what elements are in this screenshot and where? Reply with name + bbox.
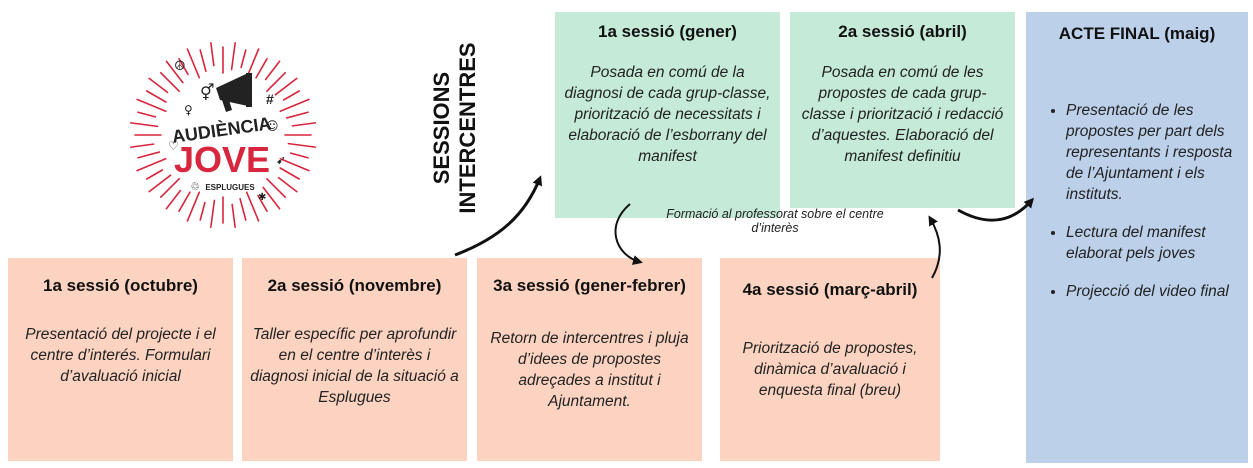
- logo-text-jove: JOVE: [174, 139, 270, 180]
- logo-ray: [245, 191, 260, 222]
- logo-ray: [145, 90, 167, 103]
- session-3-title: 3a sessió (gener-febrer): [493, 276, 686, 295]
- logo-graphic: # ☮ ⚥ ♀ ☺ ♡ ➹ ♲ ✱ AUDIÈNCIA JOVE ESPLUGU…: [129, 41, 317, 229]
- logo-ray: [285, 111, 309, 119]
- session-1: 1a sessió (octubre) Presentació del proj…: [8, 258, 233, 461]
- logo-ray: [148, 174, 172, 193]
- session-2-text: Taller específic per aprofundir en el ce…: [250, 326, 459, 406]
- intercentre-session-2: 2a sessió (abril) Posada en comú de les …: [790, 12, 1015, 208]
- logo-ray: [264, 60, 281, 81]
- session-2-title: 2a sessió (novembre): [267, 276, 442, 295]
- logo-ray: [287, 142, 317, 148]
- logo-ray: [165, 189, 182, 210]
- logo-ray: [266, 178, 287, 199]
- logo-ray: [282, 90, 301, 101]
- logo-ray: [129, 122, 159, 128]
- logo-ray: [186, 191, 201, 222]
- logo-ray: [136, 98, 167, 113]
- session-1-title: 1a sessió (octubre): [43, 276, 198, 295]
- logo-ray: [279, 98, 310, 113]
- logo-ray: [210, 41, 215, 67]
- logo-ray: [240, 49, 247, 69]
- logo-ray: [245, 48, 260, 79]
- final-act-title: ACTE FINAL (maig): [1058, 24, 1216, 43]
- svg-text:♀: ♀: [184, 103, 193, 117]
- svg-text:♡: ♡: [168, 139, 179, 153]
- intercentre-session-1: 1a sessió (gener) Posada en comú de la d…: [555, 12, 780, 218]
- session-2: 2a sessió (novembre) Taller específic pe…: [242, 258, 467, 461]
- logo-ray: [137, 111, 157, 118]
- final-act: ACTE FINAL (maig) Presentació de les pro…: [1026, 12, 1248, 463]
- svg-text:✱: ✱: [258, 192, 266, 203]
- svg-text:➹: ➹: [276, 153, 286, 167]
- svg-text:☺: ☺: [266, 119, 279, 133]
- logo-ray: [145, 169, 164, 180]
- intercentre-session-2-title: 2a sessió (abril): [838, 22, 967, 41]
- intercentre-session-1-title: 1a sessió (gener): [598, 22, 737, 41]
- logo-ray: [255, 57, 268, 79]
- logo-ray: [178, 191, 191, 213]
- logo-ray: [279, 167, 301, 180]
- logo-ray: [178, 57, 189, 76]
- logo-ray: [210, 199, 216, 229]
- logo-ray: [266, 71, 287, 92]
- teacher-training-note: Formació al professorat sobre el centre …: [666, 207, 884, 235]
- logo-ray: [262, 186, 281, 210]
- logo-ray: [199, 201, 206, 221]
- logo-ray: [199, 49, 207, 73]
- svg-text:☮: ☮: [174, 59, 186, 74]
- logo-ray: [186, 48, 201, 79]
- logo-ray: [137, 151, 161, 159]
- intercentre-session-2-text: Posada en comú de les propostes de cada …: [801, 64, 1004, 165]
- session-4: 4a sessió (març-abril) Priorització de p…: [720, 258, 940, 461]
- logo-ray: [239, 197, 247, 221]
- hash-symbol: #: [266, 91, 274, 107]
- svg-text:⚥: ⚥: [200, 83, 214, 102]
- logo-ray: [231, 203, 236, 229]
- logo-ray: [257, 194, 268, 213]
- logo-ray: [291, 122, 317, 127]
- logo-ray: [148, 77, 169, 94]
- final-act-item: Lectura del manifest elaborat pels joves: [1066, 222, 1238, 264]
- session-1-text: Presentació del projecte i el centre d’i…: [25, 326, 216, 385]
- session-4-title: 4a sessió (març-abril): [742, 280, 918, 299]
- final-act-list: Presentació de les propostes per part de…: [1046, 100, 1238, 319]
- logo-ray: [289, 152, 309, 159]
- logo-ray: [165, 60, 184, 84]
- final-act-item: Presentació de les propostes per part de…: [1066, 100, 1238, 205]
- session-3: 3a sessió (gener-febrer) Retorn de inter…: [477, 258, 702, 461]
- logo-ray: [159, 178, 180, 199]
- logo-ray: [277, 176, 298, 193]
- megaphone-icon: [216, 73, 252, 112]
- intercentre-session-1-text: Posada en comú de la diagnosi de cada gr…: [564, 64, 771, 165]
- logo-ray: [230, 41, 236, 71]
- logo-ray: [159, 71, 180, 92]
- session-4-text: Priorització de propostes, dinàmica d’av…: [742, 340, 918, 399]
- logo-ray: [129, 143, 155, 148]
- svg-text:♲: ♲: [190, 180, 200, 193]
- logo-text-esplugues: ESPLUGUES: [205, 183, 255, 192]
- final-act-item: Projecció del video final: [1066, 281, 1238, 302]
- logo-ray: [274, 77, 298, 96]
- audiencia-jove-logo: # ☮ ⚥ ♀ ☺ ♡ ➹ ♲ ✱ AUDIÈNCIA JOVE ESPLUGU…: [118, 40, 328, 230]
- session-3-text: Retorn de intercentres i pluja d’idees d…: [490, 330, 689, 410]
- logo-ray: [279, 157, 310, 172]
- logo-ray: [136, 157, 167, 172]
